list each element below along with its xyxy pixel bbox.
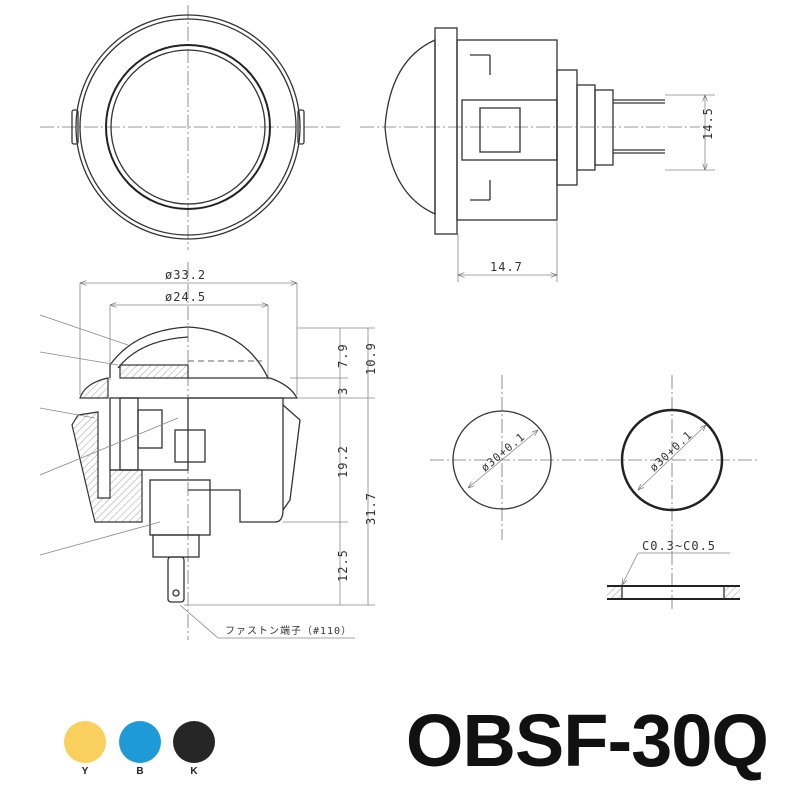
swatch-blue [119, 721, 161, 763]
side-view: 14.5 14.7 [360, 27, 715, 282]
dim-cap-height: 7.9 [336, 343, 350, 368]
top-view [40, 5, 340, 250]
model-name: OBSF-30Q [405, 699, 769, 782]
swatch-label-y: Y [82, 766, 89, 777]
swatch-label-k: K [190, 766, 198, 777]
dim-flange: 3 [336, 387, 350, 395]
dim-top-height: 10.9 [364, 342, 378, 375]
swatch-black [173, 721, 215, 763]
dim-hole-diameter-2: ø30+0.1 [647, 428, 695, 474]
dim-side-depth: 14.7 [490, 260, 523, 274]
color-swatches: Y B K [64, 721, 215, 777]
dim-terminal-spacing: 14.5 [701, 107, 715, 140]
section-view: ø33.2 ø24.5 7.9 3 10. [39, 262, 378, 640]
dim-chamfer: C0.3~C0.5 [642, 539, 716, 553]
swatch-yellow [64, 721, 106, 763]
dim-cap-diameter: ø24.5 [165, 290, 206, 304]
dim-hole-diameter-1: ø30+0.1 [479, 430, 528, 474]
swatch-label-b: B [136, 766, 143, 777]
dim-total-depth: 31.7 [364, 492, 378, 525]
dim-body-depth: 19.2 [336, 445, 350, 478]
dim-terminal-length: 12.5 [336, 549, 350, 582]
dim-outer-diameter: ø33.2 [165, 268, 206, 282]
panel-hole-views: ø30+0.1 ø30+0.1 C0.3~C0.5 [430, 375, 760, 610]
terminal-label: ファストン端子（#110） [225, 624, 352, 637]
